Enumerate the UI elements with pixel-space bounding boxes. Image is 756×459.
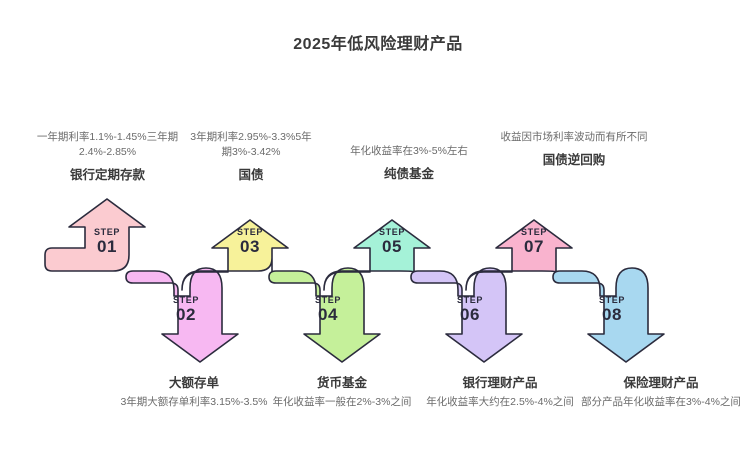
label-step-01: 一年期利率1.1%-1.45%三年期2.4%-2.85% 银行定期存款 xyxy=(20,130,195,183)
label-desc-03: 3年期利率2.95%-3.3%5年期3%-3.42% xyxy=(190,131,312,159)
label-step-02: 大额存单 3年期大额存单利率3.15%-3.5% xyxy=(114,372,274,410)
label-desc-01: 一年期利率1.1%-1.45%三年期2.4%-2.85% xyxy=(36,131,179,159)
arrow-shape-step-03 xyxy=(181,219,289,291)
label-desc-04: 年化收益率一般在2%-3%之间 xyxy=(272,396,412,408)
label-desc-05: 年化收益率在3%-5%左右 xyxy=(350,145,468,157)
arrow-shape-step-04 xyxy=(268,267,381,363)
label-name-03: 国债 xyxy=(238,168,264,183)
arrow-shape-step-06 xyxy=(410,267,523,363)
label-step-04: 货币基金 年化收益率一般在2%-3%之间 xyxy=(262,372,422,410)
label-step-05: 年化收益率在3%-5%左右 纯债基金 xyxy=(329,144,489,182)
arrow-shape-step-08 xyxy=(552,267,665,363)
page-title: 2025年低风险理财产品 xyxy=(293,36,463,53)
label-step-07: 收益因市场利率波动而有所不同 国债逆回购 xyxy=(498,130,650,168)
label-name-02: 大额存单 xyxy=(168,376,219,390)
label-name-08: 保险理财产品 xyxy=(623,376,699,390)
label-name-05: 纯债基金 xyxy=(383,167,434,182)
arrow-shape-step-02 xyxy=(125,267,239,363)
arrow-shape-step-01 xyxy=(44,198,146,272)
label-step-08: 保险理财产品 部分产品年化收益率在3%-4%之间 xyxy=(576,372,746,410)
label-name-04: 货币基金 xyxy=(316,376,367,390)
label-desc-08: 部分产品年化收益率在3%-4%之间 xyxy=(581,396,741,408)
label-step-06: 银行理财产品 年化收益率大约在2.5%-4%之间 xyxy=(420,372,580,410)
label-desc-07: 收益因市场利率波动而有所不同 xyxy=(500,131,648,143)
label-desc-02: 3年期大额存单利率3.15%-3.5% xyxy=(120,396,268,408)
label-name-01: 银行定期存款 xyxy=(69,168,145,183)
label-name-07: 国债逆回购 xyxy=(542,153,606,168)
label-desc-06: 年化收益率大约在2.5%-4%之间 xyxy=(426,396,574,408)
label-step-03: 3年期利率2.95%-3.3%5年期3%-3.42% 国债 xyxy=(186,130,316,183)
label-name-06: 银行理财产品 xyxy=(462,376,538,390)
